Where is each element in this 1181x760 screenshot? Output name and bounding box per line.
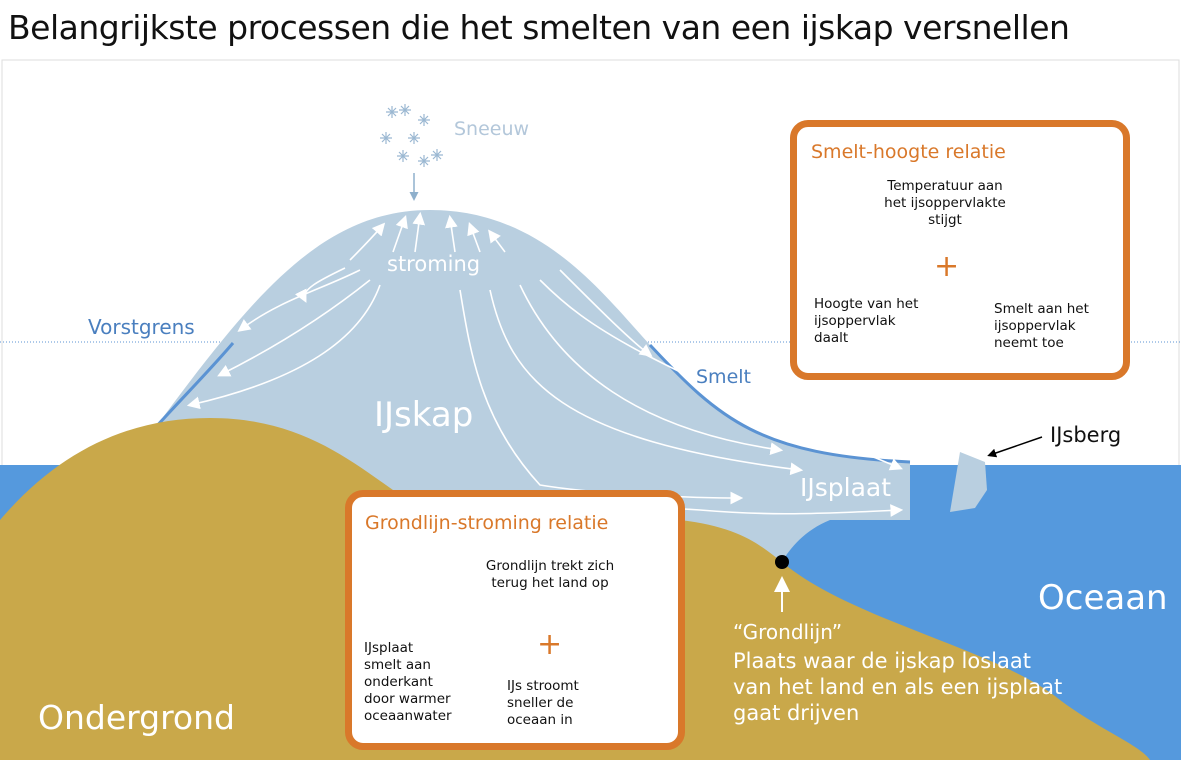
cycle-text: oceaan in	[507, 712, 573, 728]
melt-height-box	[790, 120, 1130, 380]
cycle-text: door warmer	[364, 691, 451, 707]
melt-edge-left	[153, 342, 235, 430]
iceberg-pointer	[987, 436, 1043, 458]
flow-arrows	[186, 211, 904, 521]
snowflake-icons	[380, 104, 443, 167]
cycle-text: daalt	[814, 330, 849, 346]
grounding-line-point	[775, 555, 789, 569]
grounding-description: Plaats waar de ijskap loslaat van het la…	[733, 648, 1062, 726]
cycle-text: Hoogte van het	[814, 296, 919, 312]
cycle-text: sneller de	[507, 695, 574, 711]
iceberg	[950, 452, 987, 512]
cycle-text: terug het land op	[491, 575, 609, 591]
cycle-text: het ijsoppervlakte	[884, 195, 1006, 211]
cycle-text: oceaanwater	[364, 708, 452, 724]
ice-sheet-label: IJskap	[374, 395, 474, 435]
grounding-desc-line: van het land en als een ijsplaat	[733, 675, 1063, 699]
cycle-text: Temperatuur aan	[887, 178, 1003, 194]
grounding-flow-box	[345, 490, 685, 750]
grounding-flow-title: Grondlijn-stroming relatie	[365, 512, 609, 534]
melt-edge-right	[648, 343, 911, 464]
page-title: Belangrijkste processen die het smelten …	[8, 8, 1070, 47]
grounding-desc-line: gaat drijven	[733, 701, 860, 725]
ice-shelf-label: IJsplaat	[800, 473, 892, 502]
cycle-text: ijsoppervlak	[994, 318, 1076, 334]
melt-height-title: Smelt-hoogte relatie	[811, 141, 1006, 163]
ground-label: Ondergrond	[38, 698, 235, 737]
cycle-text: IJs stroomt	[507, 678, 579, 694]
positive-feedback-sign: +	[537, 627, 563, 662]
flow-label: stroming	[387, 252, 481, 276]
positive-feedback-sign: +	[934, 249, 960, 284]
cycle-text: smelt aan	[364, 657, 431, 673]
cycle-text: Smelt aan het	[994, 301, 1089, 317]
grounding-line-label: “Grondlijn”	[733, 620, 843, 644]
grounding-desc-line: Plaats waar de ijskap loslaat	[733, 649, 1031, 673]
snow-label: Sneeuw	[454, 118, 530, 140]
cycle-text: IJsplaat	[364, 640, 414, 656]
cycle-text: onderkant	[364, 674, 433, 690]
cycle-text: Grondlijn trekt zich	[485, 558, 615, 574]
cycle-text: stijgt	[928, 212, 962, 228]
melt-label: Smelt	[696, 366, 751, 388]
iceberg-label: IJsberg	[1050, 423, 1122, 447]
ocean-label: Oceaan	[1038, 578, 1168, 618]
frost-line-label: Vorstgrens	[88, 315, 195, 339]
cycle-text: ijsoppervlak	[814, 313, 896, 329]
cycle-text: neemt toe	[994, 335, 1064, 351]
